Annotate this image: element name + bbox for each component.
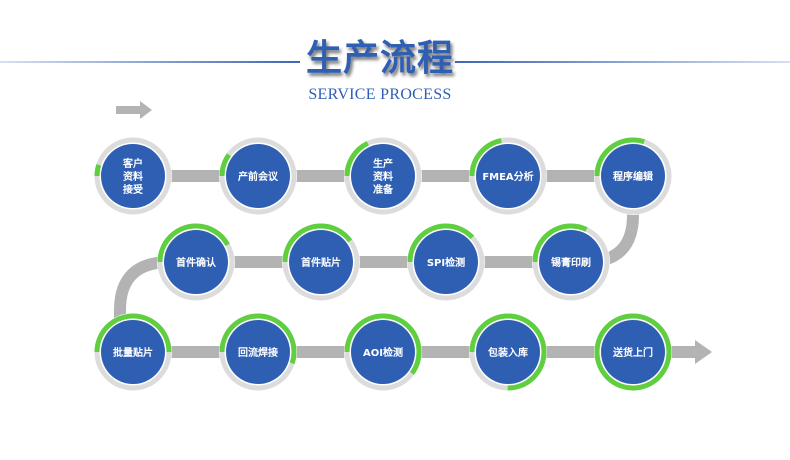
connector-row-2 bbox=[196, 256, 571, 268]
step-label: 锡膏印刷 bbox=[551, 256, 591, 269]
step-progress-arc bbox=[469, 313, 547, 391]
step-label: 程序编辑 bbox=[613, 170, 653, 183]
step-label: AOI检测 bbox=[363, 346, 403, 359]
header-divider-left bbox=[0, 61, 300, 63]
step-progress-arc bbox=[594, 313, 672, 391]
start-arrow-icon bbox=[116, 101, 152, 119]
step-label: 产前会议 bbox=[238, 170, 279, 183]
step-circle bbox=[601, 320, 665, 384]
step-label: 回流焊接 bbox=[238, 346, 278, 359]
step-progress-arc bbox=[282, 223, 360, 301]
process-step: 产前会议 bbox=[219, 137, 297, 215]
step-progress-arc bbox=[469, 137, 547, 215]
step-circle bbox=[351, 144, 415, 208]
step-progress-arc bbox=[219, 137, 297, 215]
step-progress-arc bbox=[594, 137, 672, 215]
process-step: AOI检测 bbox=[344, 313, 422, 391]
step-progress-arc bbox=[94, 137, 172, 215]
step-circle bbox=[351, 320, 415, 384]
process-step: 首件确认 bbox=[157, 223, 235, 301]
process-steps: 客户资料接受产前会议生产资料准备FMEA分析程序编辑锡膏印刷SPI检测首件贴片首… bbox=[94, 137, 672, 391]
process-step: 首件贴片 bbox=[282, 223, 360, 301]
step-circle bbox=[476, 144, 540, 208]
step-label: 生产 bbox=[373, 157, 393, 170]
step-label: FMEA分析 bbox=[482, 170, 533, 183]
step-progress-arc bbox=[344, 313, 422, 391]
step-circle bbox=[226, 320, 290, 384]
step-circle bbox=[601, 144, 665, 208]
step-circle bbox=[476, 320, 540, 384]
process-step: 批量贴片 bbox=[94, 313, 172, 391]
process-step: 包装入库 bbox=[469, 313, 547, 391]
step-label: 首件确认 bbox=[176, 256, 217, 269]
step-label: 接受 bbox=[123, 183, 143, 196]
header-divider-right bbox=[455, 61, 790, 63]
step-circle bbox=[289, 230, 353, 294]
step-label: 首件贴片 bbox=[301, 256, 341, 269]
step-progress-arc bbox=[157, 223, 235, 301]
step-progress-arc bbox=[344, 137, 422, 215]
step-label: 资料 bbox=[123, 170, 143, 183]
step-progress-arc bbox=[532, 223, 610, 301]
step-progress-arc bbox=[219, 313, 297, 391]
page-title: 生产流程 bbox=[305, 37, 454, 79]
step-label: SPI检测 bbox=[427, 256, 465, 269]
step-label: 批量贴片 bbox=[113, 346, 153, 359]
process-step: 程序编辑 bbox=[594, 137, 672, 215]
process-step: 回流焊接 bbox=[219, 313, 297, 391]
step-circle bbox=[226, 144, 290, 208]
step-label: 资料 bbox=[373, 170, 393, 183]
step-circle bbox=[101, 320, 165, 384]
step-circle bbox=[539, 230, 603, 294]
step-circle bbox=[164, 230, 228, 294]
step-progress-arc bbox=[407, 223, 485, 301]
step-label: 客户 bbox=[122, 157, 143, 170]
step-progress-arc bbox=[94, 313, 172, 391]
process-step: 锡膏印刷 bbox=[532, 223, 610, 301]
page-subtitle: SERVICE PROCESS bbox=[308, 86, 452, 103]
step-label: 送货上门 bbox=[612, 346, 653, 359]
process-step: SPI检测 bbox=[407, 223, 485, 301]
process-step: FMEA分析 bbox=[469, 137, 547, 215]
process-step: 送货上门 bbox=[594, 313, 672, 391]
end-arrow-icon bbox=[690, 340, 712, 364]
step-label: 准备 bbox=[373, 183, 394, 196]
step-label: 包装入库 bbox=[488, 346, 528, 359]
step-circle bbox=[101, 144, 165, 208]
step-circle bbox=[414, 230, 478, 294]
